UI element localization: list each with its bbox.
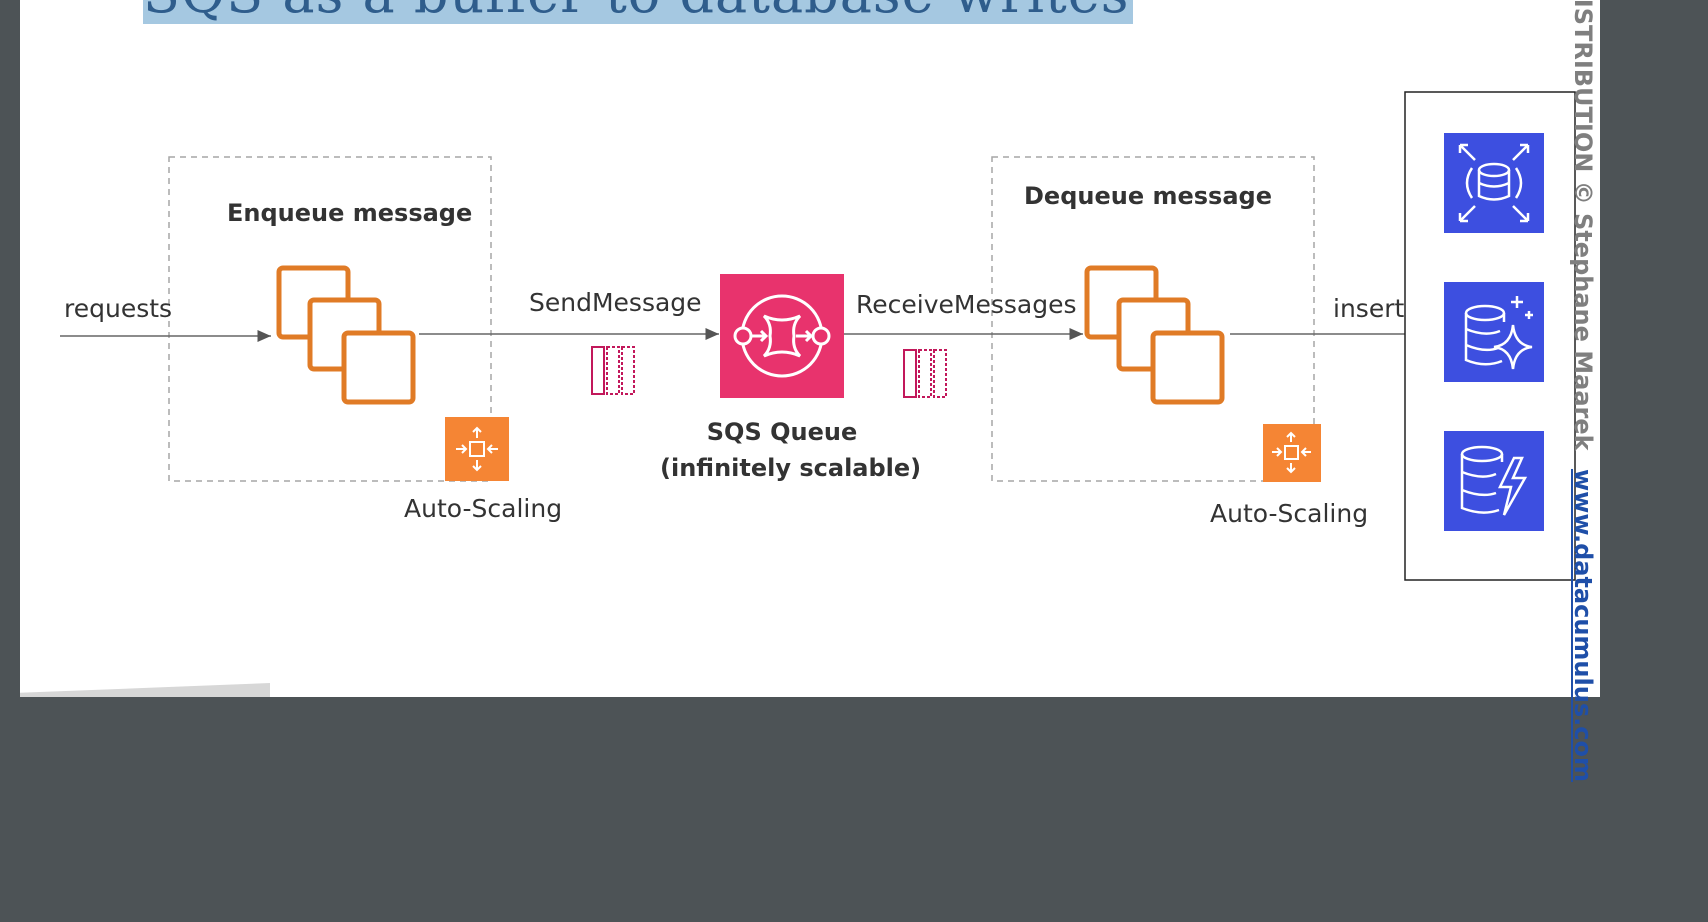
consumer-autoscaling-label: Auto-Scaling xyxy=(1210,499,1369,528)
title-band: SQS as a buffer to database writes xyxy=(143,0,1133,24)
send-message-label: SendMessage xyxy=(529,288,702,317)
watermark-text: NOT FOR DISTRIBUTION © Stephane Maarek w… xyxy=(1569,0,1597,922)
watermark: NOT FOR DISTRIBUTION © Stephane Maarek w… xyxy=(1569,0,1625,782)
producer-autoscaling-label: Auto-Scaling xyxy=(404,494,563,523)
dequeue-message-label: Dequeue message xyxy=(1024,182,1272,210)
consumer-group-box xyxy=(991,156,1315,482)
watermark-link[interactable]: www.datacumulus.com xyxy=(1569,468,1597,782)
receive-messages-label: ReceiveMessages xyxy=(856,290,1077,319)
ec2-instances-icon xyxy=(1084,265,1225,405)
sqs-queue-label: SQS Queue xyxy=(706,418,858,446)
enqueue-message-label: Enqueue message xyxy=(227,199,473,227)
rds-icon xyxy=(1444,133,1544,233)
architecture-diagram xyxy=(60,91,1576,581)
producer-group-box xyxy=(168,156,492,482)
autoscaling-icon xyxy=(445,417,509,481)
message-icon xyxy=(591,346,635,395)
ec2-instances-icon xyxy=(276,265,416,405)
autoscaling-icon xyxy=(1263,424,1321,482)
dynamodb-icon xyxy=(1444,431,1544,531)
sqs-queue-sublabel: (infinitely scalable) xyxy=(660,454,922,482)
requests-label: requests xyxy=(64,294,173,323)
insert-label: insert xyxy=(1333,294,1405,323)
message-icon xyxy=(903,349,947,398)
watermark-copyright: NOT FOR DISTRIBUTION © Stephane Maarek xyxy=(1569,0,1597,451)
sqs-queue-icon xyxy=(720,274,844,398)
aurora-icon xyxy=(1444,282,1544,382)
slide: SQS as a buffer to database writes xyxy=(20,0,1600,697)
slide-title: SQS as a buffer to database writes xyxy=(143,0,1129,24)
